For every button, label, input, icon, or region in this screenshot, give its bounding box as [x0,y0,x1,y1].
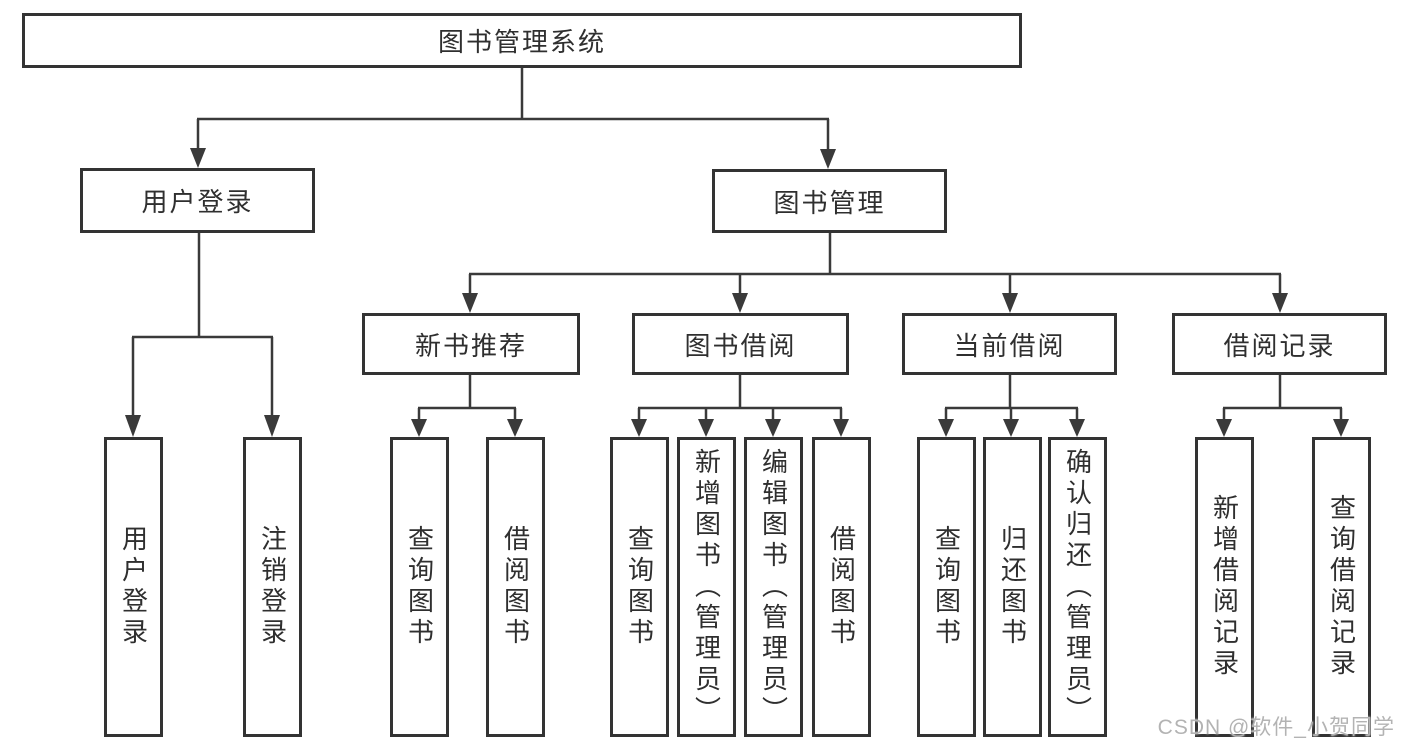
node-book-borrow-label: 图书借阅 [684,330,797,361]
leaf-add-borrow-record: 新增借阅记录 [1195,437,1254,737]
arrowhead-leaf-login [125,415,141,437]
leaf-return-books: 归还图书 [983,437,1042,737]
leaf-logout-login: 注销登录 [243,437,302,737]
leaf-borrow-books-recommend: 借阅图书 [486,437,545,737]
leaf-query-books-borrow-label: 查询图书 [624,525,655,649]
node-borrow-record: 借阅记录 [1172,313,1387,375]
node-book-management: 图书管理 [712,169,947,233]
node-user-login-label: 用户登录 [141,187,254,217]
node-root-label: 图书管理系统 [437,27,606,57]
leaf-borrow-books-recommend-label: 借阅图书 [500,525,531,649]
arrowhead-user-login [190,148,206,168]
leaf-add-books-admin: 新增图书（管理员） [677,437,736,737]
leaf-add-borrow-record-label: 新增借阅记录 [1209,494,1240,680]
leaf-edit-books-admin: 编辑图书（管理员） [744,437,803,737]
node-current-borrow-label: 当前借阅 [953,330,1066,361]
leaf-query-books-borrow: 查询图书 [610,437,669,737]
leaf-logout-login-label: 注销登录 [257,525,288,649]
leaf-query-books-current: 查询图书 [917,437,976,737]
arrowhead-leaf-logout [264,415,280,437]
node-root-system: 图书管理系统 [22,13,1022,68]
node-new-book-recommend: 新书推荐 [362,313,580,375]
node-book-borrow: 图书借阅 [632,313,849,375]
leaf-return-books-label: 归还图书 [997,525,1028,649]
leaf-user-login-label: 用户登录 [118,525,149,649]
arrowhead-borrow-record [1272,293,1288,313]
node-current-borrow: 当前借阅 [902,313,1117,375]
leaf-query-books-current-label: 查询图书 [931,525,962,649]
leaf-query-books-recommend-label: 查询图书 [404,525,435,649]
leaf-borrow-books: 借阅图书 [812,437,871,737]
leaf-user-login: 用户登录 [104,437,163,737]
node-user-login: 用户登录 [80,168,315,233]
node-book-management-label: 图书管理 [773,187,886,218]
leaf-query-borrow-record: 查询借阅记录 [1312,437,1371,737]
node-borrow-record-label: 借阅记录 [1223,330,1336,361]
node-new-book-recommend-label: 新书推荐 [414,330,527,361]
arrowhead-new-book [462,293,478,313]
leaf-edit-books-admin-label: 编辑图书（管理员） [758,447,789,727]
arrowhead-current-borrow [1002,293,1018,313]
leaf-query-books-recommend: 查询图书 [390,437,449,737]
leaf-confirm-return-admin-label: 确认归还（管理员） [1062,447,1093,727]
arrowhead-book-management [820,149,836,169]
arrowhead-book-borrow [732,293,748,313]
leaf-confirm-return-admin: 确认归还（管理员） [1048,437,1107,737]
leaf-add-books-admin-label: 新增图书（管理员） [691,447,722,727]
leaf-query-borrow-record-label: 查询借阅记录 [1326,494,1357,680]
leaf-borrow-books-label: 借阅图书 [826,525,857,649]
csdn-watermark: CSDN @软件_小贺同学 [1157,716,1395,739]
